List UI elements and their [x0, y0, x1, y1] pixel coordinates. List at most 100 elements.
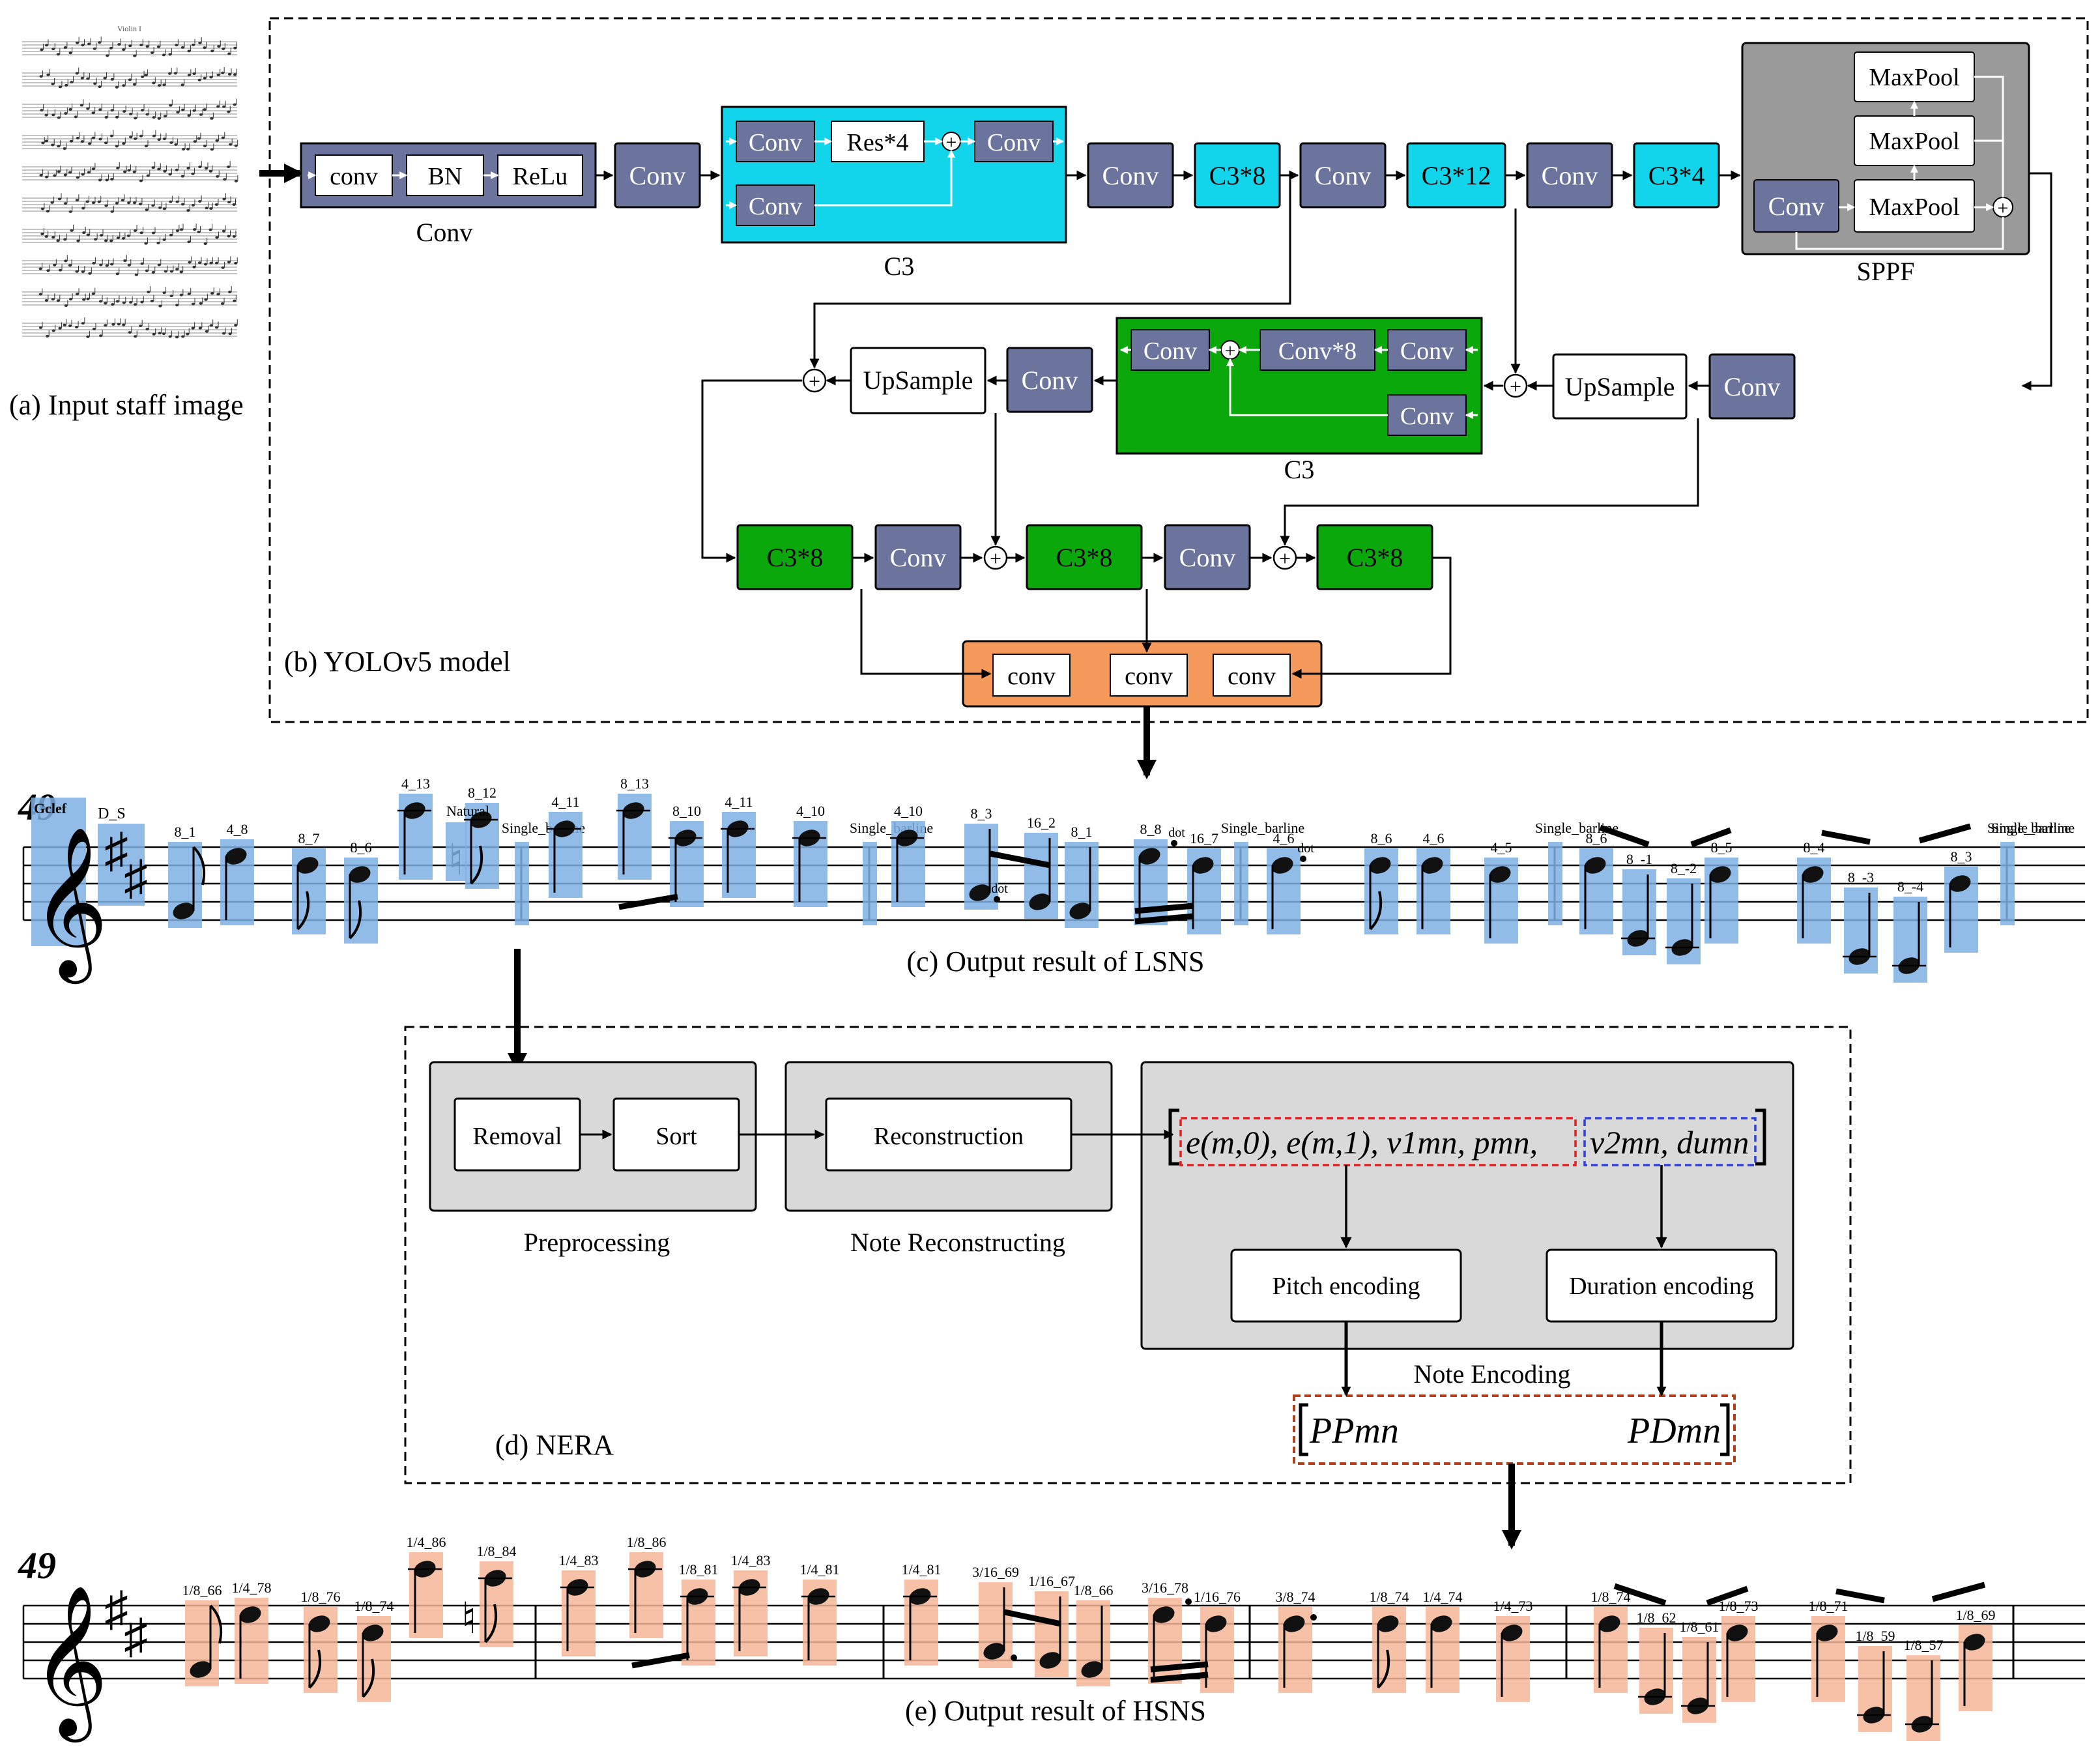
thumb-note: [105, 264, 109, 267]
thumb-note: [179, 270, 183, 274]
note-head: [1069, 902, 1091, 919]
thumb-note: [117, 43, 121, 46]
c3-top-conv-1-label: Conv: [749, 129, 802, 156]
thumb-note: [65, 83, 68, 87]
thumb-note: [134, 137, 137, 140]
thumb-note: [158, 304, 162, 308]
note-head: [1029, 893, 1051, 910]
thumb-note: [81, 44, 85, 47]
treble-clef-icon: 𝄞: [31, 1584, 108, 1742]
beam: [1931, 1581, 1986, 1602]
thumb-note: [151, 270, 155, 274]
sppf-merge-1: [1974, 76, 2004, 197]
thumb-note: [152, 332, 156, 336]
thumb-note: [192, 265, 196, 268]
thumb-note: [216, 105, 220, 108]
natural-icon: ♮: [461, 1595, 477, 1643]
hsns-caption: (e) Output result of HSNS: [905, 1695, 1206, 1727]
note-flag: [484, 1604, 498, 1643]
note-label: 8_-4: [1897, 878, 1923, 895]
thumb-note: [145, 45, 149, 48]
thumb-note: [109, 46, 113, 50]
note-label: 1/8_71: [1808, 1598, 1848, 1614]
thumb-note: [175, 304, 179, 307]
thumb-note: [191, 43, 195, 46]
thumb-note: [147, 291, 151, 294]
note-label: 1/8_74: [1369, 1589, 1409, 1605]
thumb-note: [128, 44, 132, 48]
natural-label: Natural: [446, 803, 489, 819]
thumb-note: [175, 268, 179, 271]
thumb-note: [164, 270, 167, 273]
thumb-note: [203, 263, 208, 266]
note-head: [1949, 875, 1971, 892]
head-conv-3-label: conv: [1228, 663, 1276, 690]
thumb-note: [234, 144, 238, 147]
barline-detection-box: [863, 842, 877, 925]
note-head: [1377, 1615, 1399, 1632]
thumb-note: [110, 178, 114, 181]
thumb-note: [180, 203, 185, 206]
thumb-note: [188, 261, 192, 264]
note-head: [1039, 1652, 1061, 1669]
thumb-note: [203, 76, 207, 79]
thumb-note: [145, 208, 149, 211]
thumb-note: [175, 200, 179, 203]
thumb-note: [51, 82, 55, 85]
thumb-note: [187, 74, 191, 77]
barline-detection-box: [2000, 842, 2015, 925]
thumb-note: [129, 136, 133, 139]
note-head: [1726, 1624, 1748, 1641]
thumb-note: [80, 140, 84, 143]
thumb-note: [186, 332, 190, 336]
thumb-note: [115, 145, 119, 148]
thumb-note: [109, 263, 114, 266]
note-label: 8_3: [1951, 848, 1972, 865]
thumb-note: [68, 171, 72, 174]
thumb-note: [175, 168, 179, 171]
conv-x8-cell: [1259, 329, 1375, 371]
beam: [1918, 823, 1972, 844]
thumb-note: [81, 207, 85, 210]
thumb-note: [199, 302, 203, 305]
output-pd: PDmn: [1627, 1411, 1721, 1451]
thumb-note: [175, 336, 179, 339]
thumb-note: [40, 48, 44, 51]
thumb-note: [192, 72, 196, 76]
thumb-note: [187, 292, 191, 295]
c3-top-conv-3-label: Conv: [987, 129, 1041, 156]
conv-block-3-label: Conv: [1315, 161, 1372, 190]
arrow-c3x8-concatleft: [809, 175, 1291, 369]
note-head: [173, 902, 195, 919]
thumb-note: [209, 76, 213, 79]
thumb-note: [234, 323, 238, 326]
thumb-note: [139, 134, 143, 137]
thumb-note: [44, 298, 48, 302]
thumb-note: [129, 112, 133, 115]
thumb-staff-line: [22, 98, 237, 120]
duration-feature-formula: v2mn, dumn: [1590, 1124, 1749, 1161]
thumb-note: [104, 239, 108, 242]
thumb-note: [81, 173, 85, 176]
thumb-note: [174, 143, 178, 146]
thumb-note: [144, 242, 148, 245]
note-label: 1/8_61: [1679, 1619, 1719, 1635]
thumb-note: [227, 261, 231, 264]
clef-label: Gclef: [34, 800, 67, 816]
c3-mid-conv-3: [1387, 329, 1467, 371]
barline-detection-box: [515, 842, 529, 925]
thumb-note: [86, 77, 90, 80]
thumb-note: [234, 179, 238, 182]
thumb-note: [214, 261, 219, 265]
thumb-note: [91, 201, 96, 205]
beam: [1004, 1609, 1061, 1627]
thumb-note: [227, 201, 231, 204]
thumb-note: [104, 141, 108, 145]
note-label: 8_6: [351, 839, 372, 856]
note-label: 8_4: [1804, 839, 1825, 856]
thumb-note: [91, 136, 95, 139]
beam: [1134, 902, 1194, 914]
thumb-note: [169, 295, 173, 298]
thumb-note: [132, 170, 136, 173]
